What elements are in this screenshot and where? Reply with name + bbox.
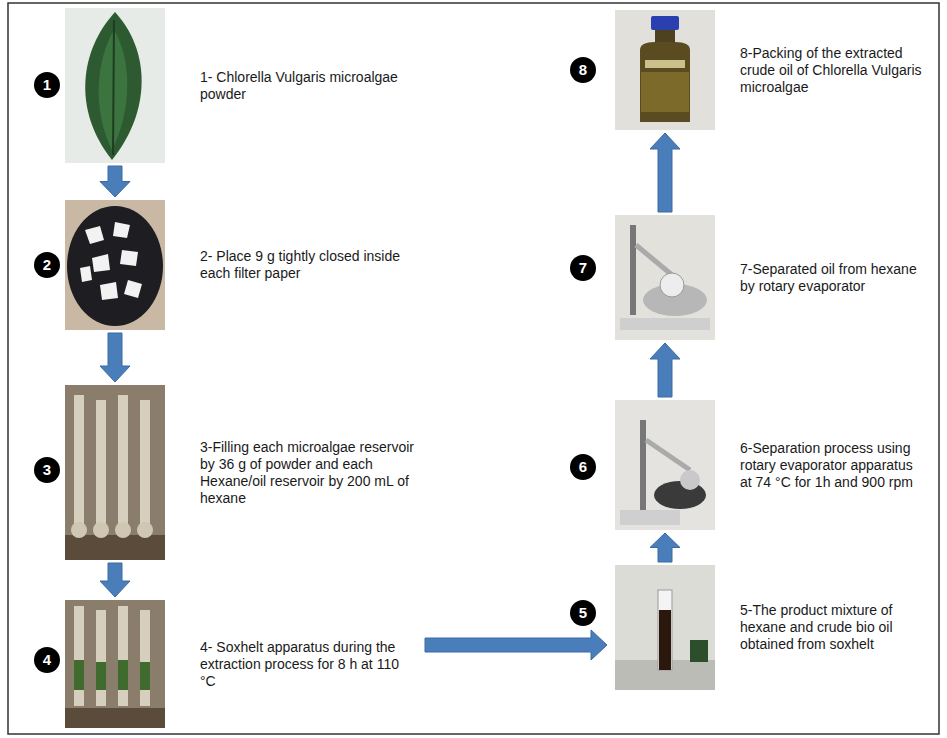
powder-photo: [113, 20, 114, 155]
step-description: 5-The product mixture of hexane and crud…: [740, 602, 925, 653]
flow-arrow: [650, 133, 680, 212]
soxhlet-photo: [71, 522, 87, 538]
flow-arrow: [650, 343, 680, 397]
callout-number: 4: [34, 647, 60, 673]
process-step: 5-The product mixture of hexane and crud…: [615, 565, 925, 690]
step-description: 7-Separated oil from hexane by rotary ev…: [740, 261, 925, 295]
soxhlet-photo: [74, 395, 84, 535]
soxhlet-running-photo: [140, 610, 150, 706]
process-step: 4- Soxhelt apparatus during the extracti…: [65, 600, 415, 728]
soxhlet-photo: [65, 385, 165, 560]
process-step: 6-Separation process using rotary evapor…: [615, 400, 925, 530]
soxhlet-photo: [118, 395, 128, 535]
process-step: 1- Chlorella Vulgaris microalgae powder: [65, 8, 430, 163]
process-step: 8-Packing of the extracted crude oil of …: [615, 10, 925, 130]
callout-number: 8: [570, 57, 596, 83]
filter-paper-photo: [120, 250, 138, 266]
mixture-photo: [690, 640, 708, 662]
mixture-photo: [615, 565, 715, 690]
rotary-flask-photo: [636, 245, 672, 275]
callout-number: 7: [570, 255, 596, 281]
filter-paper-photo: [65, 200, 165, 330]
outer-frame: [8, 3, 939, 734]
oil-bottle-photo: [641, 72, 689, 112]
flow-arrow: [650, 533, 680, 562]
rotary-evaporator-photo: [615, 400, 715, 530]
step-description: 1- Chlorella Vulgaris microalgae powder: [200, 69, 430, 103]
soxhlet-running-photo: [74, 606, 84, 706]
oil-bottle-photo: [645, 60, 685, 68]
powder-photo: [65, 8, 165, 163]
soxhlet-photo: [115, 522, 131, 538]
rotary-flask-photo: [615, 215, 715, 340]
flow-arrow: [425, 630, 607, 660]
step-description: 2- Place 9 g tightly closed inside each …: [200, 248, 430, 282]
rotary-evaporator-photo: [646, 440, 690, 470]
step-description: 8-Packing of the extracted crude oil of …: [740, 45, 925, 96]
soxhlet-running-photo: [140, 662, 150, 690]
rotary-flask-photo: [630, 225, 636, 315]
rotary-evaporator-photo: [680, 470, 700, 490]
soxhlet-photo: [96, 400, 106, 535]
oil-bottle-photo: [615, 10, 715, 130]
soxhlet-running-photo: [65, 600, 165, 728]
callout-number: 1: [34, 72, 60, 98]
process-step: 2- Place 9 g tightly closed inside each …: [65, 200, 430, 330]
flow-arrow: [100, 333, 130, 382]
rotary-flask-photo: [660, 273, 684, 297]
soxhlet-running-photo: [118, 660, 128, 690]
filter-paper-photo: [65, 200, 165, 330]
soxhlet-photo: [93, 522, 109, 538]
filter-paper-photo: [85, 226, 104, 244]
rotary-flask-photo: [615, 215, 715, 340]
soxhlet-photo: [65, 535, 165, 560]
filter-paper-photo: [113, 222, 130, 238]
powder-photo: [65, 8, 165, 163]
mixture-photo: [659, 610, 671, 670]
soxhlet-photo: [137, 522, 153, 538]
rotary-flask-photo: [620, 318, 710, 330]
oil-bottle-photo: [615, 10, 715, 130]
flow-arrow: [100, 563, 130, 597]
soxhlet-running-photo: [118, 606, 128, 706]
callout-number: 6: [570, 454, 596, 480]
filter-paper-photo: [67, 206, 163, 326]
process-step: 7-Separated oil from hexane by rotary ev…: [615, 215, 925, 340]
oil-bottle-photo: [640, 42, 690, 122]
soxhlet-photo: [140, 400, 150, 535]
powder-photo: [85, 12, 141, 160]
soxhlet-running-photo: [96, 610, 106, 706]
mixture-photo: [658, 590, 672, 670]
callout-number: 3: [34, 457, 60, 483]
filter-paper-photo: [100, 282, 118, 300]
rotary-evaporator-photo: [620, 510, 680, 525]
soxhlet-running-photo: [65, 600, 165, 728]
soxhlet-running-photo: [65, 708, 165, 728]
soxhlet-running-photo: [74, 660, 84, 690]
step-description: 6-Separation process using rotary evapor…: [740, 440, 925, 491]
callout-number: 5: [570, 600, 596, 626]
rotary-evaporator-photo: [615, 400, 715, 530]
rotary-evaporator-photo: [640, 420, 646, 515]
step-description: 4- Soxhelt apparatus during the extracti…: [200, 639, 415, 690]
filter-paper-photo: [124, 280, 142, 298]
flow-arrow: [100, 166, 130, 197]
soxhlet-running-photo: [96, 662, 106, 690]
process-step: 3-Filling each microalgae reservoir by 3…: [65, 385, 430, 560]
soxhlet-photo: [65, 385, 165, 560]
filter-paper-photo: [92, 254, 110, 272]
mixture-photo: [615, 565, 715, 690]
callout-number: 2: [34, 252, 60, 278]
step-description: 3-Filling each microalgae reservoir by 3…: [200, 439, 430, 507]
filter-paper-photo: [80, 266, 92, 282]
oil-bottle-photo: [655, 30, 675, 42]
oil-bottle-photo: [651, 16, 679, 30]
